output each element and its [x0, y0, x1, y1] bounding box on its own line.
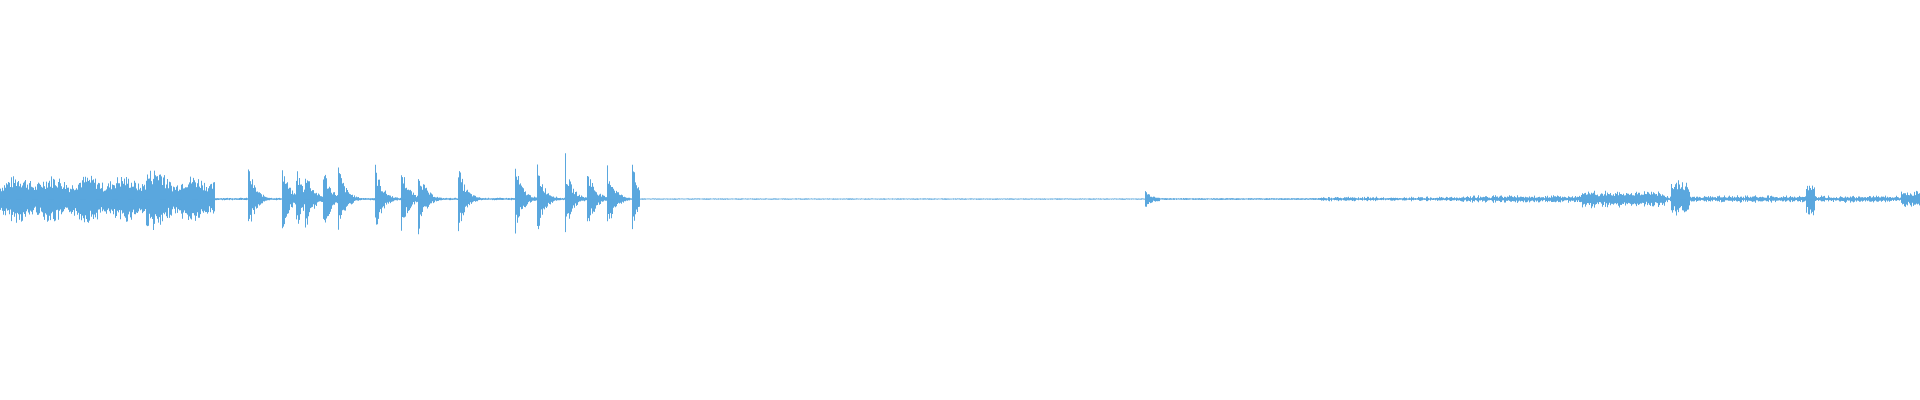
waveform-graphic [0, 0, 1920, 400]
audio-waveform[interactable] [0, 0, 1920, 400]
